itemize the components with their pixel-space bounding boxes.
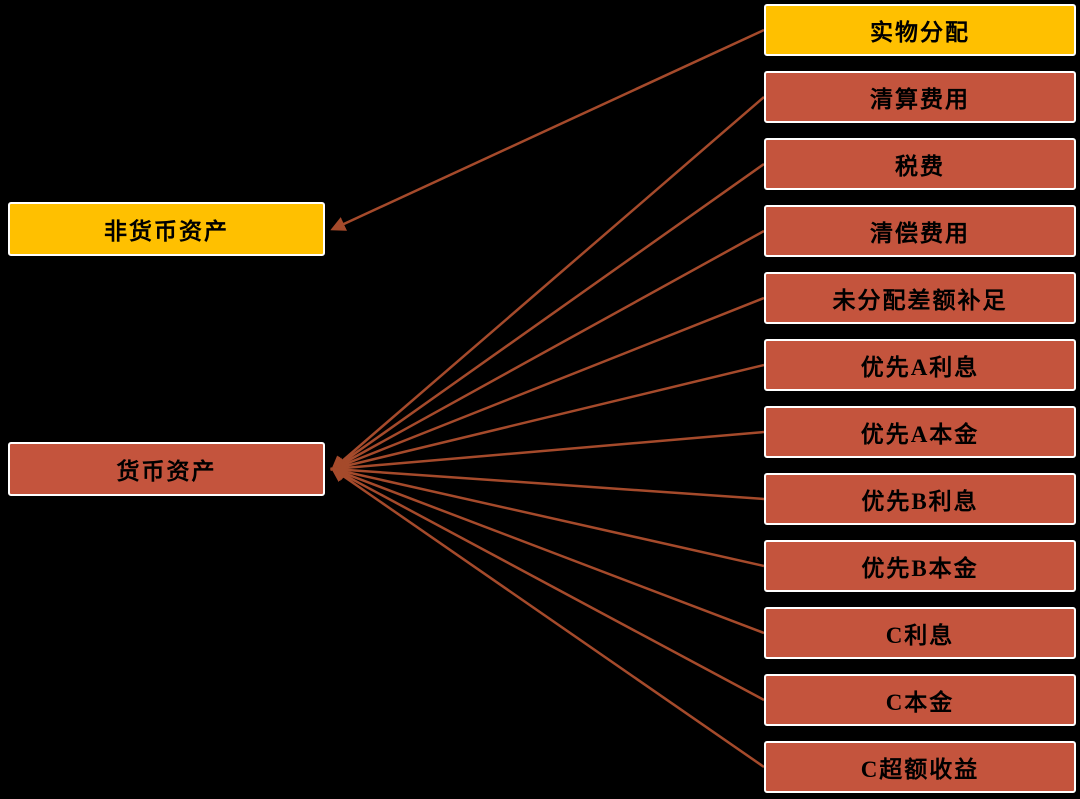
connector-physical-distribution-to-non-monetary-assets xyxy=(330,28,765,231)
connector-c-principal-to-monetary-assets xyxy=(330,467,765,702)
node-label: 税费 xyxy=(895,154,945,179)
node-non-monetary-assets: 非货币资产 xyxy=(8,202,325,256)
connector-undistributed-difference-makeup-to-monetary-assets xyxy=(330,296,765,472)
node-taxes: 税费 xyxy=(764,138,1076,190)
node-label: C利息 xyxy=(885,623,955,648)
connector-c-excess-return-to-monetary-assets xyxy=(330,467,765,769)
node-label: 清偿费用 xyxy=(870,221,970,246)
node-c-principal: C本金 xyxy=(764,674,1076,726)
node-priority-a-interest: 优先A利息 xyxy=(764,339,1076,391)
node-undistributed-difference-makeup: 未分配差额补足 xyxy=(764,272,1076,324)
connector-priority-a-principal-to-monetary-assets xyxy=(330,430,765,476)
node-label: 优先A本金 xyxy=(860,422,980,447)
node-liquidation-fees: 清算费用 xyxy=(764,71,1076,123)
node-label: 非货币资产 xyxy=(104,219,229,244)
node-physical-distribution: 实物分配 xyxy=(764,4,1076,56)
node-label: 实物分配 xyxy=(870,20,970,45)
node-priority-b-principal: 优先B本金 xyxy=(764,540,1076,592)
node-priority-b-interest: 优先B利息 xyxy=(764,473,1076,525)
connector-c-interest-to-monetary-assets xyxy=(330,466,765,635)
node-label: 货币资产 xyxy=(116,459,217,484)
node-label: 未分配差额补足 xyxy=(832,288,1008,313)
connector-liquidation-fees-to-monetary-assets xyxy=(330,96,765,471)
connector-repayment-fees-to-monetary-assets xyxy=(330,229,765,471)
node-monetary-assets: 货币资产 xyxy=(8,442,325,496)
node-priority-a-principal: 优先A本金 xyxy=(764,406,1076,458)
node-c-excess-return: C超额收益 xyxy=(764,741,1076,793)
connector-priority-b-interest-to-monetary-assets xyxy=(330,462,765,501)
node-c-interest: C利息 xyxy=(764,607,1076,659)
connector-taxes-to-monetary-assets xyxy=(330,162,765,471)
node-label: C超额收益 xyxy=(860,757,980,782)
node-label: 清算费用 xyxy=(870,87,970,112)
connector-priority-a-interest-to-monetary-assets xyxy=(330,363,765,474)
node-label: C本金 xyxy=(885,690,955,715)
node-label: 优先A利息 xyxy=(860,355,980,380)
node-repayment-fees: 清偿费用 xyxy=(764,205,1076,257)
node-label: 优先B本金 xyxy=(861,556,979,581)
node-label: 优先B利息 xyxy=(861,489,979,514)
connector-priority-b-principal-to-monetary-assets xyxy=(330,464,765,568)
